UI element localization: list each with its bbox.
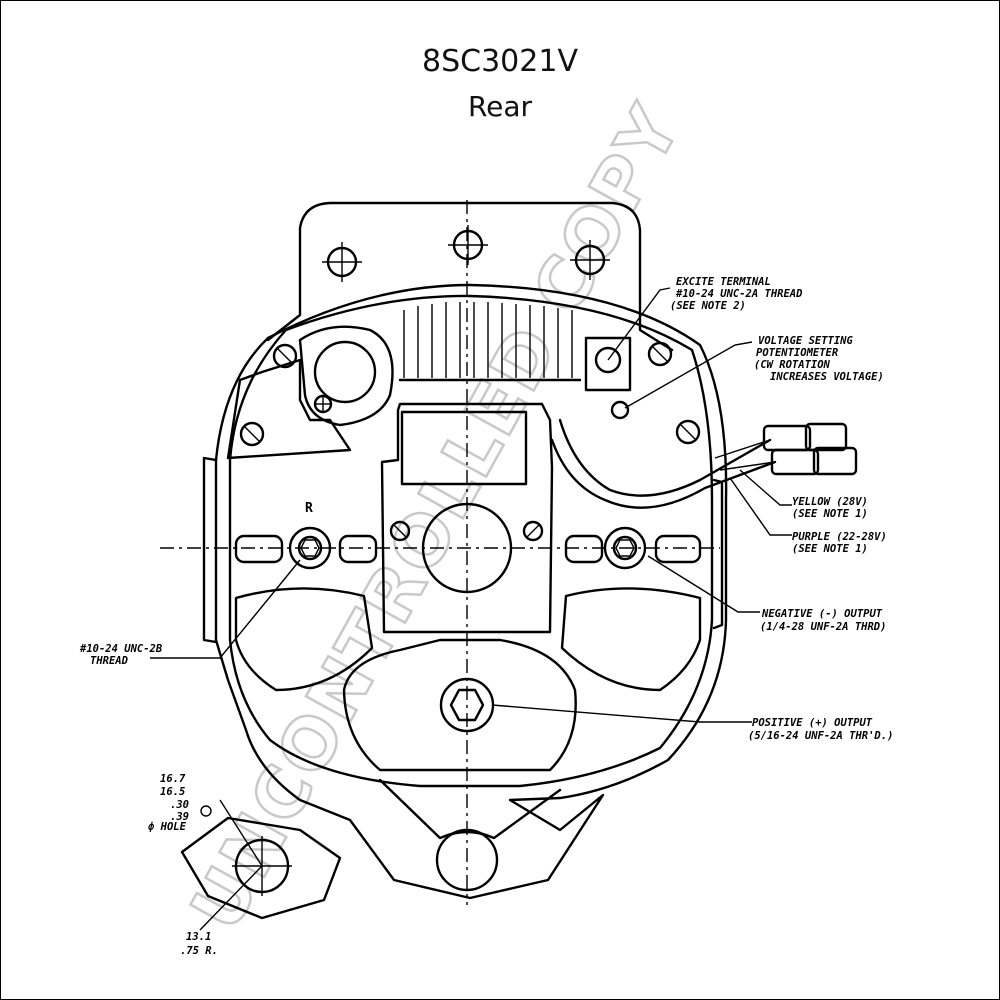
top-mounting-holes	[322, 225, 610, 282]
voltage-setting-label: VOLTAGE SETTING	[758, 335, 854, 347]
r-terminal	[288, 526, 332, 570]
r-thread-label: #10-24 UNC-2B	[79, 643, 163, 655]
yellow-wire-label: YELLOW (28V)	[792, 496, 868, 508]
dimension-39: .39	[170, 811, 189, 823]
positive-output-label: POSITIVE (+) OUTPUT	[752, 717, 873, 729]
voltage-potentiometer	[610, 400, 630, 420]
purple-note-label: (SEE NOTE 1)	[792, 543, 868, 555]
excite-terminal-post	[594, 346, 622, 374]
excite-terminal-block	[584, 336, 632, 392]
purple-wire-label: PURPLE (22-28V)	[792, 531, 887, 543]
increases-voltage-label: INCREASES VOLTAGE)	[770, 371, 884, 383]
page-subtitle: Rear	[467, 90, 533, 123]
regulator-screws	[239, 341, 701, 447]
negative-output-terminal	[603, 526, 647, 570]
negative-output-label: NEGATIVE (-) OUTPUT	[761, 608, 883, 620]
housing-outline	[214, 283, 728, 900]
center-cover	[380, 402, 554, 634]
excite-note-label: (SEE NOTE 2)	[670, 300, 746, 312]
page-title: 8SC3021V	[422, 44, 578, 79]
yellow-note-label: (SEE NOTE 1)	[792, 508, 868, 520]
dimension-16-5: 16.5	[160, 786, 185, 798]
top-mounting-ear	[266, 201, 674, 352]
center-screws	[389, 520, 544, 542]
wire-harness	[550, 418, 858, 509]
negative-thread-label: (1/4-28 UNF-2A THRD)	[760, 621, 886, 633]
leader-lines	[150, 287, 792, 723]
heatsink-fins	[398, 302, 582, 382]
lower-mounting-ear	[378, 778, 562, 840]
dimension-hole: ф HOLE	[148, 821, 187, 833]
cooling-slots	[234, 534, 702, 692]
excite-terminal-label: EXCITE TERMINAL	[676, 276, 771, 288]
dimension-symbol-icon	[200, 805, 212, 817]
excite-thread-label: #10-24 UNC-2A THREAD	[675, 288, 802, 300]
side-bracket-detail	[180, 799, 342, 931]
dimension-30: .30	[170, 799, 189, 811]
r-terminal-letter: R	[305, 501, 313, 516]
dimension-16-7: 16.7	[160, 773, 186, 785]
housing-inner-rim	[228, 294, 714, 788]
dimension-13-1: 13.1	[186, 931, 211, 943]
dimension-radius: .75 R.	[180, 945, 218, 957]
center-cover-label-area	[400, 410, 528, 486]
center-boss	[421, 502, 513, 594]
lower-mounting-hole	[435, 828, 499, 892]
right-flange	[712, 478, 724, 630]
potentiometer-label: POTENTIOMETER	[756, 347, 838, 359]
regulator-plate	[226, 358, 352, 460]
brush-holder-bore	[313, 340, 377, 404]
brush-holder	[298, 325, 394, 427]
positive-thread-label: (5/16-24 UNF-2A THR'D.)	[748, 730, 893, 742]
r-thread-label-2: THREAD	[90, 655, 128, 667]
left-flange	[202, 456, 218, 644]
cw-rotation-label: (CW ROTATION	[754, 359, 831, 371]
